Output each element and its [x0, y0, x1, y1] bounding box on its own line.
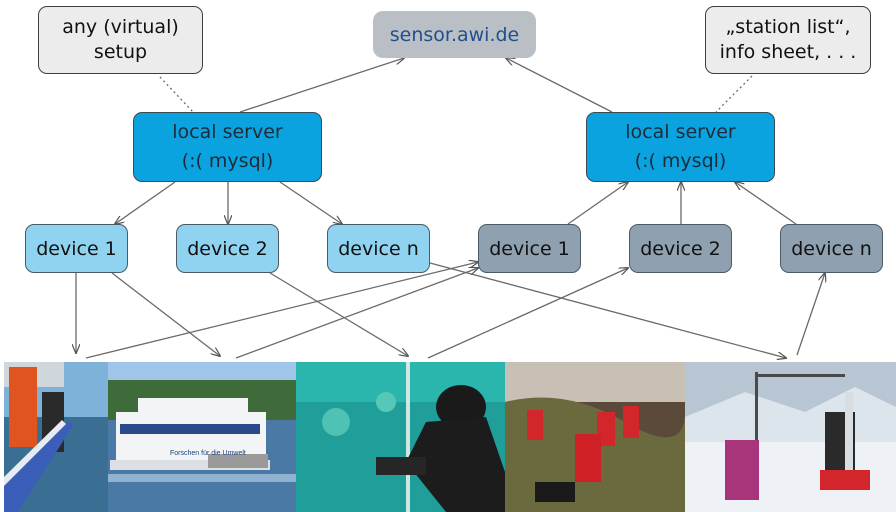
device1-to-right-server: [567, 182, 628, 225]
right-device-n[interactable]: device n: [780, 224, 883, 273]
station-list-note: „station list“, info sheet, . . .: [705, 6, 871, 74]
devicen-cross-to-photo: [429, 262, 786, 358]
setup-note: any (virtual) setup: [38, 6, 203, 74]
ship-banner-text: Forschen für die Umwelt: [170, 450, 246, 457]
local-server-left[interactable]: local server (:( mysql): [133, 112, 322, 182]
left-device-2[interactable]: device 2: [176, 224, 279, 273]
photo-to-right-devicen: [796, 273, 825, 356]
local-server-right[interactable]: local server (:( mysql): [586, 112, 775, 182]
setup-link: [159, 76, 194, 113]
sensor-portal-node[interactable]: sensor.awi.de: [373, 11, 536, 58]
left-server-to-devicen: [279, 181, 342, 224]
field-team-photo: [505, 362, 685, 512]
photo-to-right-device1-b: [235, 268, 478, 359]
photo-to-right-device2: [427, 268, 628, 359]
left-device-1[interactable]: device 1: [25, 224, 128, 273]
right-server-to-sensor: [506, 58, 613, 113]
left-device-n[interactable]: device n: [327, 224, 430, 273]
photo-to-right-device1-a: [85, 262, 478, 359]
devicen-to-photo: [269, 272, 408, 356]
devicen-to-right-server: [735, 182, 797, 225]
right-device-1[interactable]: device 1: [478, 224, 581, 273]
right-device-2[interactable]: device 2: [629, 224, 732, 273]
snow-station-photo: [685, 362, 896, 512]
left-server-to-device1: [115, 181, 176, 224]
left-server-to-sensor: [239, 58, 404, 113]
device2-to-photo: [111, 272, 220, 356]
diver-photo: [296, 362, 505, 512]
ship-photo: Forschen für die Umwelt: [108, 362, 296, 512]
station-list-link: [715, 75, 753, 113]
ship-deck-photo: [4, 362, 108, 512]
